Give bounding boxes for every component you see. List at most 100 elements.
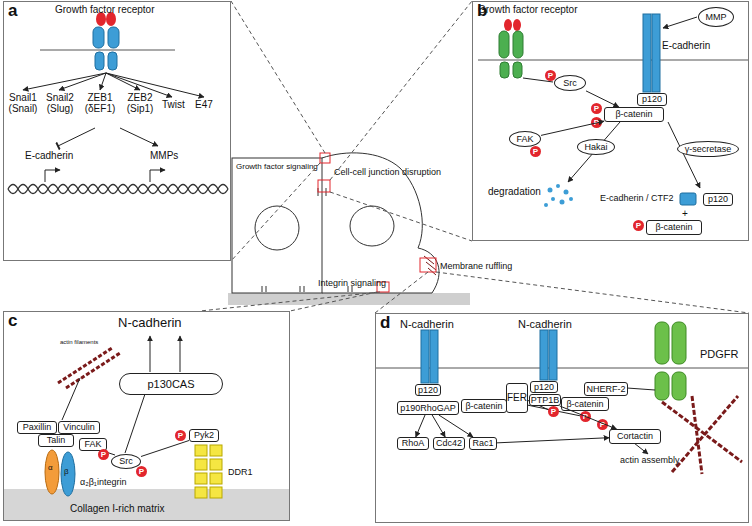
- signal-arrow: [58, 128, 95, 146]
- protein-box: Pyk2: [189, 429, 219, 442]
- matrix-label: Collagen I-rich matrix: [70, 503, 164, 514]
- protein-label: E-cadherin: [662, 40, 710, 51]
- cell-sketch: [232, 158, 322, 293]
- subunit-label: α: [48, 464, 53, 473]
- signal-arrow: [45, 170, 60, 182]
- signal-connector: [416, 415, 425, 437]
- collagen-matrix: [4, 489, 289, 520]
- signal-arrow: [59, 73, 106, 90]
- membrane-a: [40, 50, 175, 51]
- node-text: Src: [119, 457, 133, 466]
- link-line: [62, 378, 80, 420]
- region-label: Integrin signaling: [318, 279, 386, 289]
- pdgfr-symbol: [655, 322, 686, 400]
- plus-sign: +: [682, 208, 688, 219]
- cell-sketch: [228, 153, 470, 305]
- degradation-dots: [544, 203, 548, 207]
- pdgfr-symbol: [655, 322, 669, 364]
- phospho-mark: P: [530, 146, 541, 157]
- receptor-a: [108, 52, 117, 70]
- signal-arrow: [120, 128, 158, 146]
- actin-filament: [692, 396, 702, 474]
- cell-sketch: [262, 188, 352, 292]
- ddr1-symbol: [210, 459, 222, 470]
- zoom-line: [330, 192, 472, 241]
- receptor-b: [499, 19, 523, 78]
- factor-label: Snail2 (Slug): [41, 92, 79, 114]
- factor-label: ZEB1 (δEF1): [80, 92, 120, 114]
- degradation-dots: [548, 188, 553, 193]
- node-text: Rac1: [472, 439, 493, 448]
- link-line: [627, 388, 655, 390]
- panel-box: dp120p190RhoGAPβ-cateninFERp120PTP1BNHER…: [375, 313, 749, 523]
- receptor-a: [95, 52, 104, 70]
- ecadherin-b: [643, 14, 651, 92]
- degradation-dots: [551, 197, 555, 201]
- receptor-b: [504, 19, 512, 31]
- node-text: β-catenin: [655, 223, 692, 232]
- link-line: [527, 388, 655, 454]
- zoom-line: [290, 292, 377, 311]
- phospho-mark: P: [591, 103, 602, 114]
- protein-box: β-catenin: [646, 220, 702, 235]
- protein-box: p190RhoGAP: [397, 401, 459, 415]
- integrin-symbol: [45, 450, 75, 496]
- zoom-line: [231, 1, 325, 153]
- node-text: Paxillin: [23, 423, 52, 432]
- signal-connector: [560, 406, 617, 429]
- degradation-dots: [544, 184, 573, 207]
- panel-letter: a: [8, 2, 17, 19]
- protein-box: p120: [703, 193, 733, 206]
- protein-oval: MMP: [698, 7, 734, 27]
- receptor-a: [93, 27, 104, 48]
- protein-box: Cortactin: [609, 429, 661, 444]
- protein-box: Cdc42: [433, 437, 465, 450]
- node-text: Vinculin: [63, 423, 94, 432]
- protein-label: N-cadherin: [118, 316, 182, 330]
- signal-arrow: [23, 73, 106, 90]
- zoom-line: [200, 1, 749, 313]
- signal-connector: [497, 438, 609, 443]
- phospho-mark: P: [580, 411, 591, 422]
- protein-oval: γ-secretase: [677, 141, 739, 157]
- protein-oval: FAK: [509, 131, 541, 147]
- dna-helix: [8, 185, 228, 194]
- dna-helix: [8, 185, 228, 194]
- integrin-symbol: [45, 450, 59, 494]
- membrane-b: [478, 60, 748, 61]
- protein-box: RhoA: [397, 437, 429, 450]
- signal-connector: [586, 91, 619, 107]
- ddr1-symbol: [195, 459, 207, 470]
- signal-arrow: [150, 170, 165, 182]
- gene-label: MMPs: [150, 150, 178, 161]
- receptor-a: [108, 27, 119, 48]
- node-text: Hakai: [584, 143, 607, 152]
- ddr1-symbol: [210, 473, 222, 484]
- process-label: degradation: [488, 186, 541, 197]
- link-line: [180, 336, 181, 372]
- collagen-matrix: [4, 489, 289, 520]
- ddr1-symbol: [195, 473, 207, 484]
- node-text: Cdc42: [436, 439, 462, 448]
- link-line: [62, 336, 180, 455]
- node-text: NHERF-2: [586, 385, 625, 394]
- phospho-mark: P: [548, 406, 559, 417]
- node-text: PTP1B: [531, 396, 560, 405]
- actin-filament: [672, 396, 738, 472]
- degradation-dots: [564, 190, 569, 195]
- process-arrow: [568, 122, 620, 182]
- node-text: β-catenin: [566, 400, 603, 409]
- pdgfr-symbol: [655, 372, 669, 400]
- heading-label: Growth factor receptor: [478, 4, 577, 15]
- protein-box: NHERF-2: [584, 382, 628, 396]
- cell-sketch: [350, 206, 394, 246]
- membrane-b: [478, 60, 748, 61]
- phospho-mark: P: [136, 466, 147, 477]
- membrane-a: [40, 50, 175, 51]
- process-label: actin assembly: [620, 456, 680, 466]
- phospho-mark: P: [591, 117, 602, 128]
- ncadherin-symbol: [430, 330, 438, 383]
- zoom-box: [318, 180, 330, 192]
